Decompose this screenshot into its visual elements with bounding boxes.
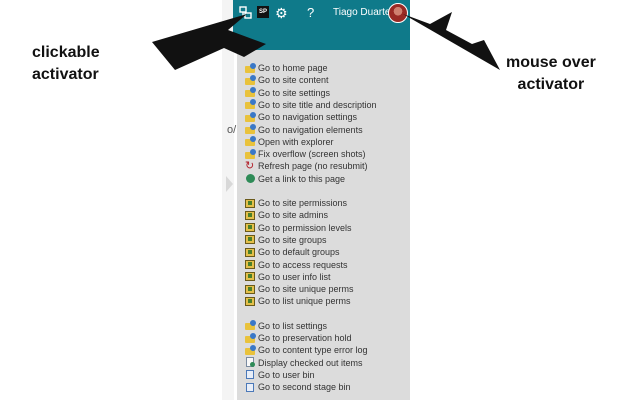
recycle-bin-icon [245, 369, 256, 380]
folder-globe-icon [245, 99, 256, 110]
menu-item[interactable]: Go to site unique perms [245, 283, 354, 295]
permissions-icon [245, 198, 256, 209]
menu-item[interactable]: Go to home page [245, 62, 328, 74]
menu-item-label: Go to site unique perms [258, 284, 354, 295]
permissions-icon [245, 284, 256, 295]
menu-item-label: Go to second stage bin [258, 382, 351, 393]
menu-item[interactable]: Get a link to this page [245, 173, 345, 185]
folder-globe-icon [245, 62, 256, 74]
permissions-icon [245, 234, 256, 245]
user-name[interactable]: Tiago Duarte [333, 7, 391, 18]
menu-item-label: Go to site settings [258, 87, 331, 98]
folder-globe-icon [245, 320, 256, 331]
link-icon [245, 173, 256, 184]
menu-item-label: Go to list settings [258, 320, 328, 331]
folder-globe-icon [245, 136, 256, 147]
menu-item-label: Go to user info list [258, 271, 331, 282]
menu-item-label: Go to site content [258, 75, 329, 86]
menu-item[interactable]: Go to access requests [245, 259, 348, 271]
folder-globe-icon [245, 124, 256, 135]
help-icon[interactable]: ? [307, 5, 315, 20]
menu-item-label: Go to user bin [258, 369, 315, 380]
activator-icon[interactable] [239, 5, 253, 21]
menu-item[interactable]: Go to default groups [245, 246, 340, 258]
permissions-icon [245, 210, 256, 221]
menu-item-label: Go to site permissions [258, 198, 348, 208]
menu-item[interactable]: Go to navigation settings [245, 111, 357, 123]
menu-item[interactable]: Go to site content [245, 74, 329, 86]
menu-item[interactable]: Open with explorer [245, 136, 334, 148]
menu-item-label: Go to navigation elements [258, 124, 363, 135]
menu-item-label: Go to preservation hold [258, 333, 352, 343]
menu-item[interactable]: Go to site groups [245, 234, 327, 246]
menu-item[interactable]: Go to permission levels [245, 222, 352, 234]
menu-item[interactable]: Fix overflow (screen shots) [245, 148, 366, 160]
permissions-icon [245, 222, 256, 233]
page-background-text: o/ [227, 124, 237, 136]
menu-item[interactable]: Go to list settings [245, 320, 327, 332]
menu-item-label: Go to default groups [258, 247, 340, 258]
page-background-strip [222, 0, 234, 400]
menu-item-label: Go to navigation settings [258, 112, 358, 123]
annotation-right: mouse over activator [506, 54, 596, 93]
folder-globe-icon [245, 148, 256, 160]
page-chevron-icon [226, 176, 233, 192]
permissions-icon [245, 296, 256, 307]
menu-item-label: Go to site title and description [258, 99, 377, 110]
gear-icon[interactable]: ⚙ [275, 5, 288, 21]
menu-item[interactable]: Display checked out items [245, 357, 363, 369]
menu-item[interactable]: Refresh page (no resubmit) [245, 159, 368, 172]
menu-item[interactable]: Go to preservation hold [245, 332, 352, 344]
menu-item-label: Go to home page [258, 63, 328, 73]
folder-globe-icon [245, 74, 256, 86]
sharepoint-icon[interactable]: SP [257, 6, 269, 18]
permissions-icon [245, 247, 256, 258]
folder-globe-icon [245, 344, 256, 356]
menu-item-label: Go to content type error log [258, 345, 368, 356]
permissions-icon [245, 271, 256, 282]
menu-item-label: Display checked out items [258, 357, 363, 368]
menu-item-label: Refresh page (no resubmit) [258, 161, 368, 172]
document-icon [245, 357, 256, 368]
menu-item[interactable]: Go to second stage bin [245, 381, 351, 393]
menu-item-label: Get a link to this page [258, 173, 346, 184]
folder-globe-icon [245, 332, 256, 344]
suite-bar: SP ⚙ ? Tiago Duarte [233, 0, 410, 27]
folder-globe-icon [245, 87, 256, 98]
menu-item[interactable]: Go to content type error log [245, 344, 368, 356]
dropdown-header [233, 27, 410, 50]
menu-item[interactable]: Go to user info list [245, 271, 331, 283]
menu-item-label: Go to list unique perms [258, 296, 351, 307]
menu-item-label: Fix overflow (screen shots) [258, 149, 366, 160]
menu-item-label: Go to access requests [258, 259, 348, 270]
menu-item[interactable]: Go to site settings [245, 87, 330, 99]
avatar[interactable] [388, 3, 408, 23]
menu-item[interactable]: Go to user bin [245, 369, 315, 381]
menu-item-label: Go to site groups [258, 234, 327, 245]
menu-item[interactable]: Go to site permissions [245, 197, 347, 209]
menu-item[interactable]: Go to list unique perms [245, 295, 351, 307]
menu-item-label: Go to site admins [258, 210, 329, 221]
menu-item-label: Open with explorer [258, 136, 334, 147]
menu-item[interactable]: Go to site admins [245, 209, 328, 221]
menu-item[interactable]: Go to navigation elements [245, 124, 363, 136]
annotation-left: clickable activator [32, 44, 100, 83]
recycle-bin-icon [245, 382, 256, 393]
menu-item-label: Go to permission levels [258, 222, 352, 233]
menu-item[interactable]: Go to site title and description [245, 99, 377, 111]
right-arrow-icon [403, 12, 500, 70]
folder-globe-icon [245, 111, 256, 123]
refresh-icon [245, 159, 256, 172]
permissions-icon [245, 259, 256, 270]
